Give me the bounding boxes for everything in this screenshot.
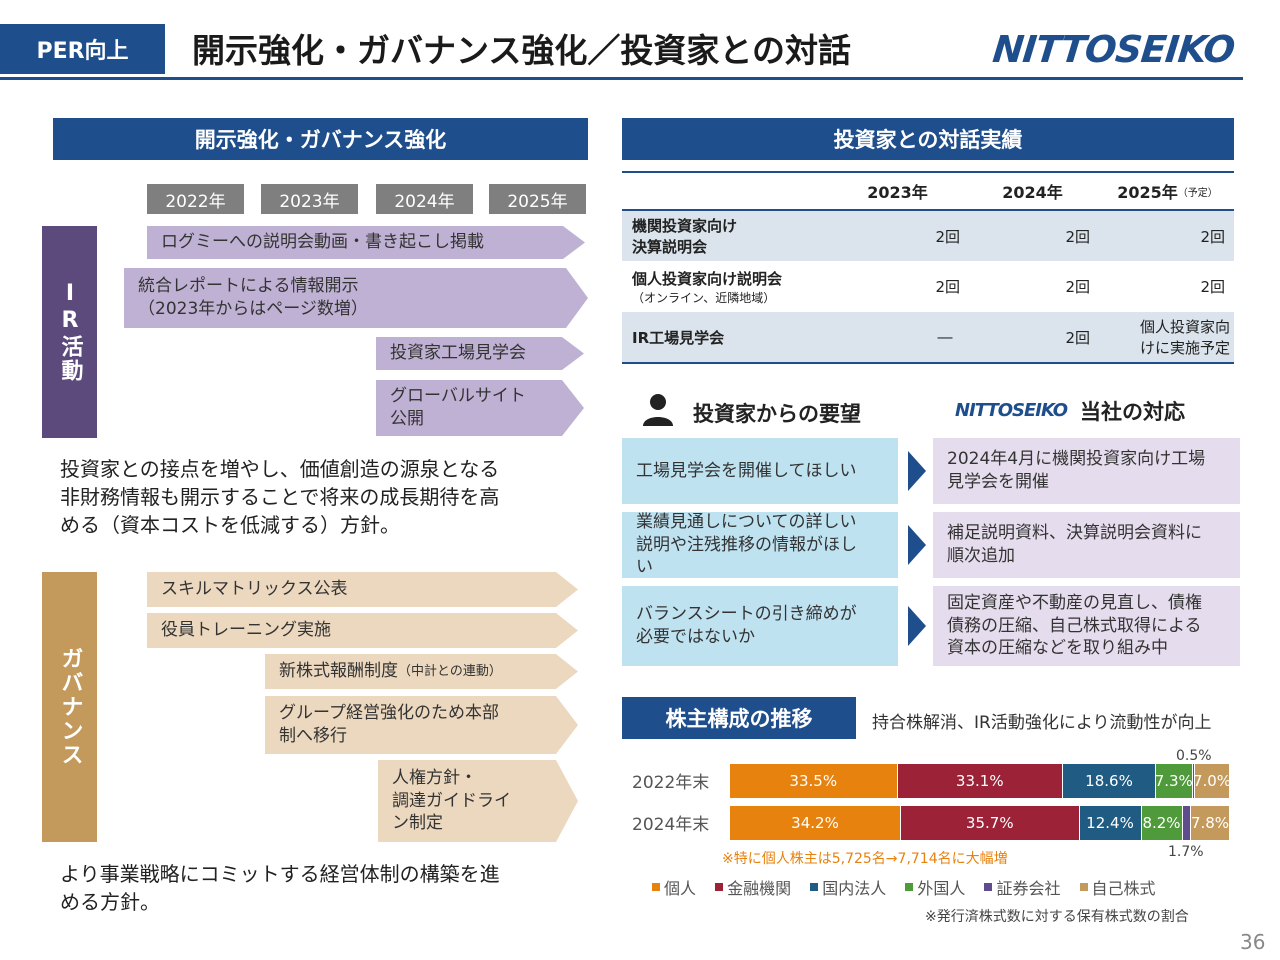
row-label-retail: 個人投資家向け説明会（オンライン、近隣地域） [632,270,783,305]
ir-item-factory-tour: 投資家工場見学会 [376,337,584,370]
title-divider [0,77,1243,80]
chart-legend: 個人 金融機関 国内法人 外国人 証券会社 自己株式 [652,875,1242,899]
col-2025: 2025年（予定） [1117,183,1218,202]
year-2024: 2024年 [376,184,473,214]
cell: 2回 [1065,277,1090,296]
legend-item: 自己株式 [1079,875,1156,899]
gov-item-division-system: グループ経営強化のため本部 制へ移行 [265,696,578,754]
cell-2025-factory: 個人投資家向けに実施予定 [1139,318,1230,357]
gov-item-stock-compensation: 新株式報酬制度（中計との連動） [265,654,578,689]
bar-segment-外国人: 8.2% [1141,806,1182,840]
header-rule [622,209,1234,211]
arrow-icon [908,451,926,491]
legend-item: 証券会社 [984,875,1060,899]
cell: 2回 [1065,328,1090,347]
cell: 2回 [1200,277,1225,296]
cell: ― [937,328,953,346]
governance-label: ガバナンス [42,572,97,842]
arrow-icon [908,606,926,646]
page-number: 36 [1240,930,1266,954]
bar-segment-証券会社 [1182,806,1190,840]
col-2023: 2023年 [867,183,928,202]
category-2024: 2024年末 [632,815,710,835]
cell: 2回 [935,227,960,246]
bar-segment-国内法人: 18.6% [1063,764,1155,798]
governance-summary: より事業戦略にコミットする経営体制の構築を進 める方針。 [60,862,500,914]
legend-item: 金融機関 [715,875,791,899]
arrow-icon [908,525,926,565]
dialogue-section-header: 投資家との対話実績 [622,118,1234,160]
legend-item: 国内法人 [810,875,886,899]
person-icon [640,392,676,428]
securities-label-2024: 1.7% [1168,844,1204,860]
company-logo-small: NITTOSEIKO [955,400,1068,421]
page-title: 開示強化・ガバナンス強化／投資家との対話 [192,31,852,70]
ir-activity-label: IR活動 [42,226,97,438]
table-row [622,312,1234,362]
shareholder-section-header: 株主構成の推移 [622,697,856,739]
ir-item-global-site: グローバルサイト 公開 [376,380,584,436]
legend-item: 外国人 [905,875,965,899]
col-2024: 2024年 [1002,183,1063,202]
disclosure-section-header: 開示強化・ガバナンス強化 [53,118,588,160]
bar-segment-個人: 34.2% [730,806,900,840]
stacked-bar-chart: 33.5%33.1%18.6%7.3%7.0% 34.2%35.7%12.4%8.… [730,0,1231,960]
section-tag: PER向上 [0,24,165,74]
chart-footnote: ※発行済株式数に対する保有株式数の割合 [925,909,1189,925]
investor-requests-title: 投資家からの要望 [693,402,861,426]
row-label-factory-tour: IR工場見学会 [632,328,725,347]
bar-segment-金融機関: 35.7% [901,806,1079,840]
cell: 2回 [935,277,960,296]
ir-summary: 投資家との接点を増やし、価値創造の源泉となる 非財務情報も開示することで将来の成… [60,457,500,537]
response-balance-sheet: 固定資産や不動産の見直し、債権債務の圧縮、自己株式取得による資本の圧縮などを取り… [933,586,1240,666]
year-2025: 2025年 [489,184,586,214]
legend-item: 個人 [652,875,696,899]
request-forecast-info: 業績見通しについての詳しい説明や注残推移の情報がほしい [622,512,898,578]
retail-highlight-note: ※特に個人株主は5,725名→7,714名に大幅増 [722,851,1008,867]
gov-item-human-rights: 人権方針・ 調達ガイドライ ン制定 [378,760,578,842]
shareholder-subtitle: 持合株解消、IR活動強化により流動性が向上 [872,713,1212,733]
gov-item-training: 役員トレーニング実施 [147,613,578,648]
response-forecast-info: 補足説明資料、決算説明会資料に順次追加 [933,512,1240,578]
cell: 2回 [1065,227,1090,246]
table-bottom-line [622,362,1234,364]
bar-segment-自己株式: 7.8% [1191,806,1229,840]
year-2022: 2022年 [147,184,244,214]
bar-segment-国内法人: 12.4% [1079,806,1141,840]
table-row [622,211,1234,261]
request-factory-tour: 工場見学会を開催してほしい [622,438,898,504]
bar-segment-個人: 33.5% [730,764,897,798]
ir-item-integrated-report: 統合レポートによる情報開示 （2023年からはページ数増） [124,268,588,328]
request-balance-sheet: バランスシートの引き締めが必要ではないか [622,586,898,666]
company-response-title: 当社の対応 [1080,400,1185,424]
gov-item-skill-matrix: スキルマトリックス公表 [147,572,578,607]
bar-segment-金融機関: 33.1% [897,764,1062,798]
row-label-earnings: 機関投資家向け決算説明会 [632,217,738,256]
ir-item-logmi: ログミーへの説明会動画・書き起こし掲載 [147,226,585,259]
bar-segment-外国人: 7.3% [1155,764,1193,798]
response-factory-tour: 2024年4月に機関投資家向け工場見学会を開催 [933,438,1240,504]
table-top-line [622,171,1234,173]
bar-segment-自己株式: 7.0% [1193,764,1231,798]
category-2022: 2022年末 [632,773,710,793]
bar-segment-証券会社 [1192,764,1194,798]
cell: 2回 [1200,227,1225,246]
securities-label-2022: 0.5% [1176,748,1212,764]
year-2023: 2023年 [261,184,358,214]
